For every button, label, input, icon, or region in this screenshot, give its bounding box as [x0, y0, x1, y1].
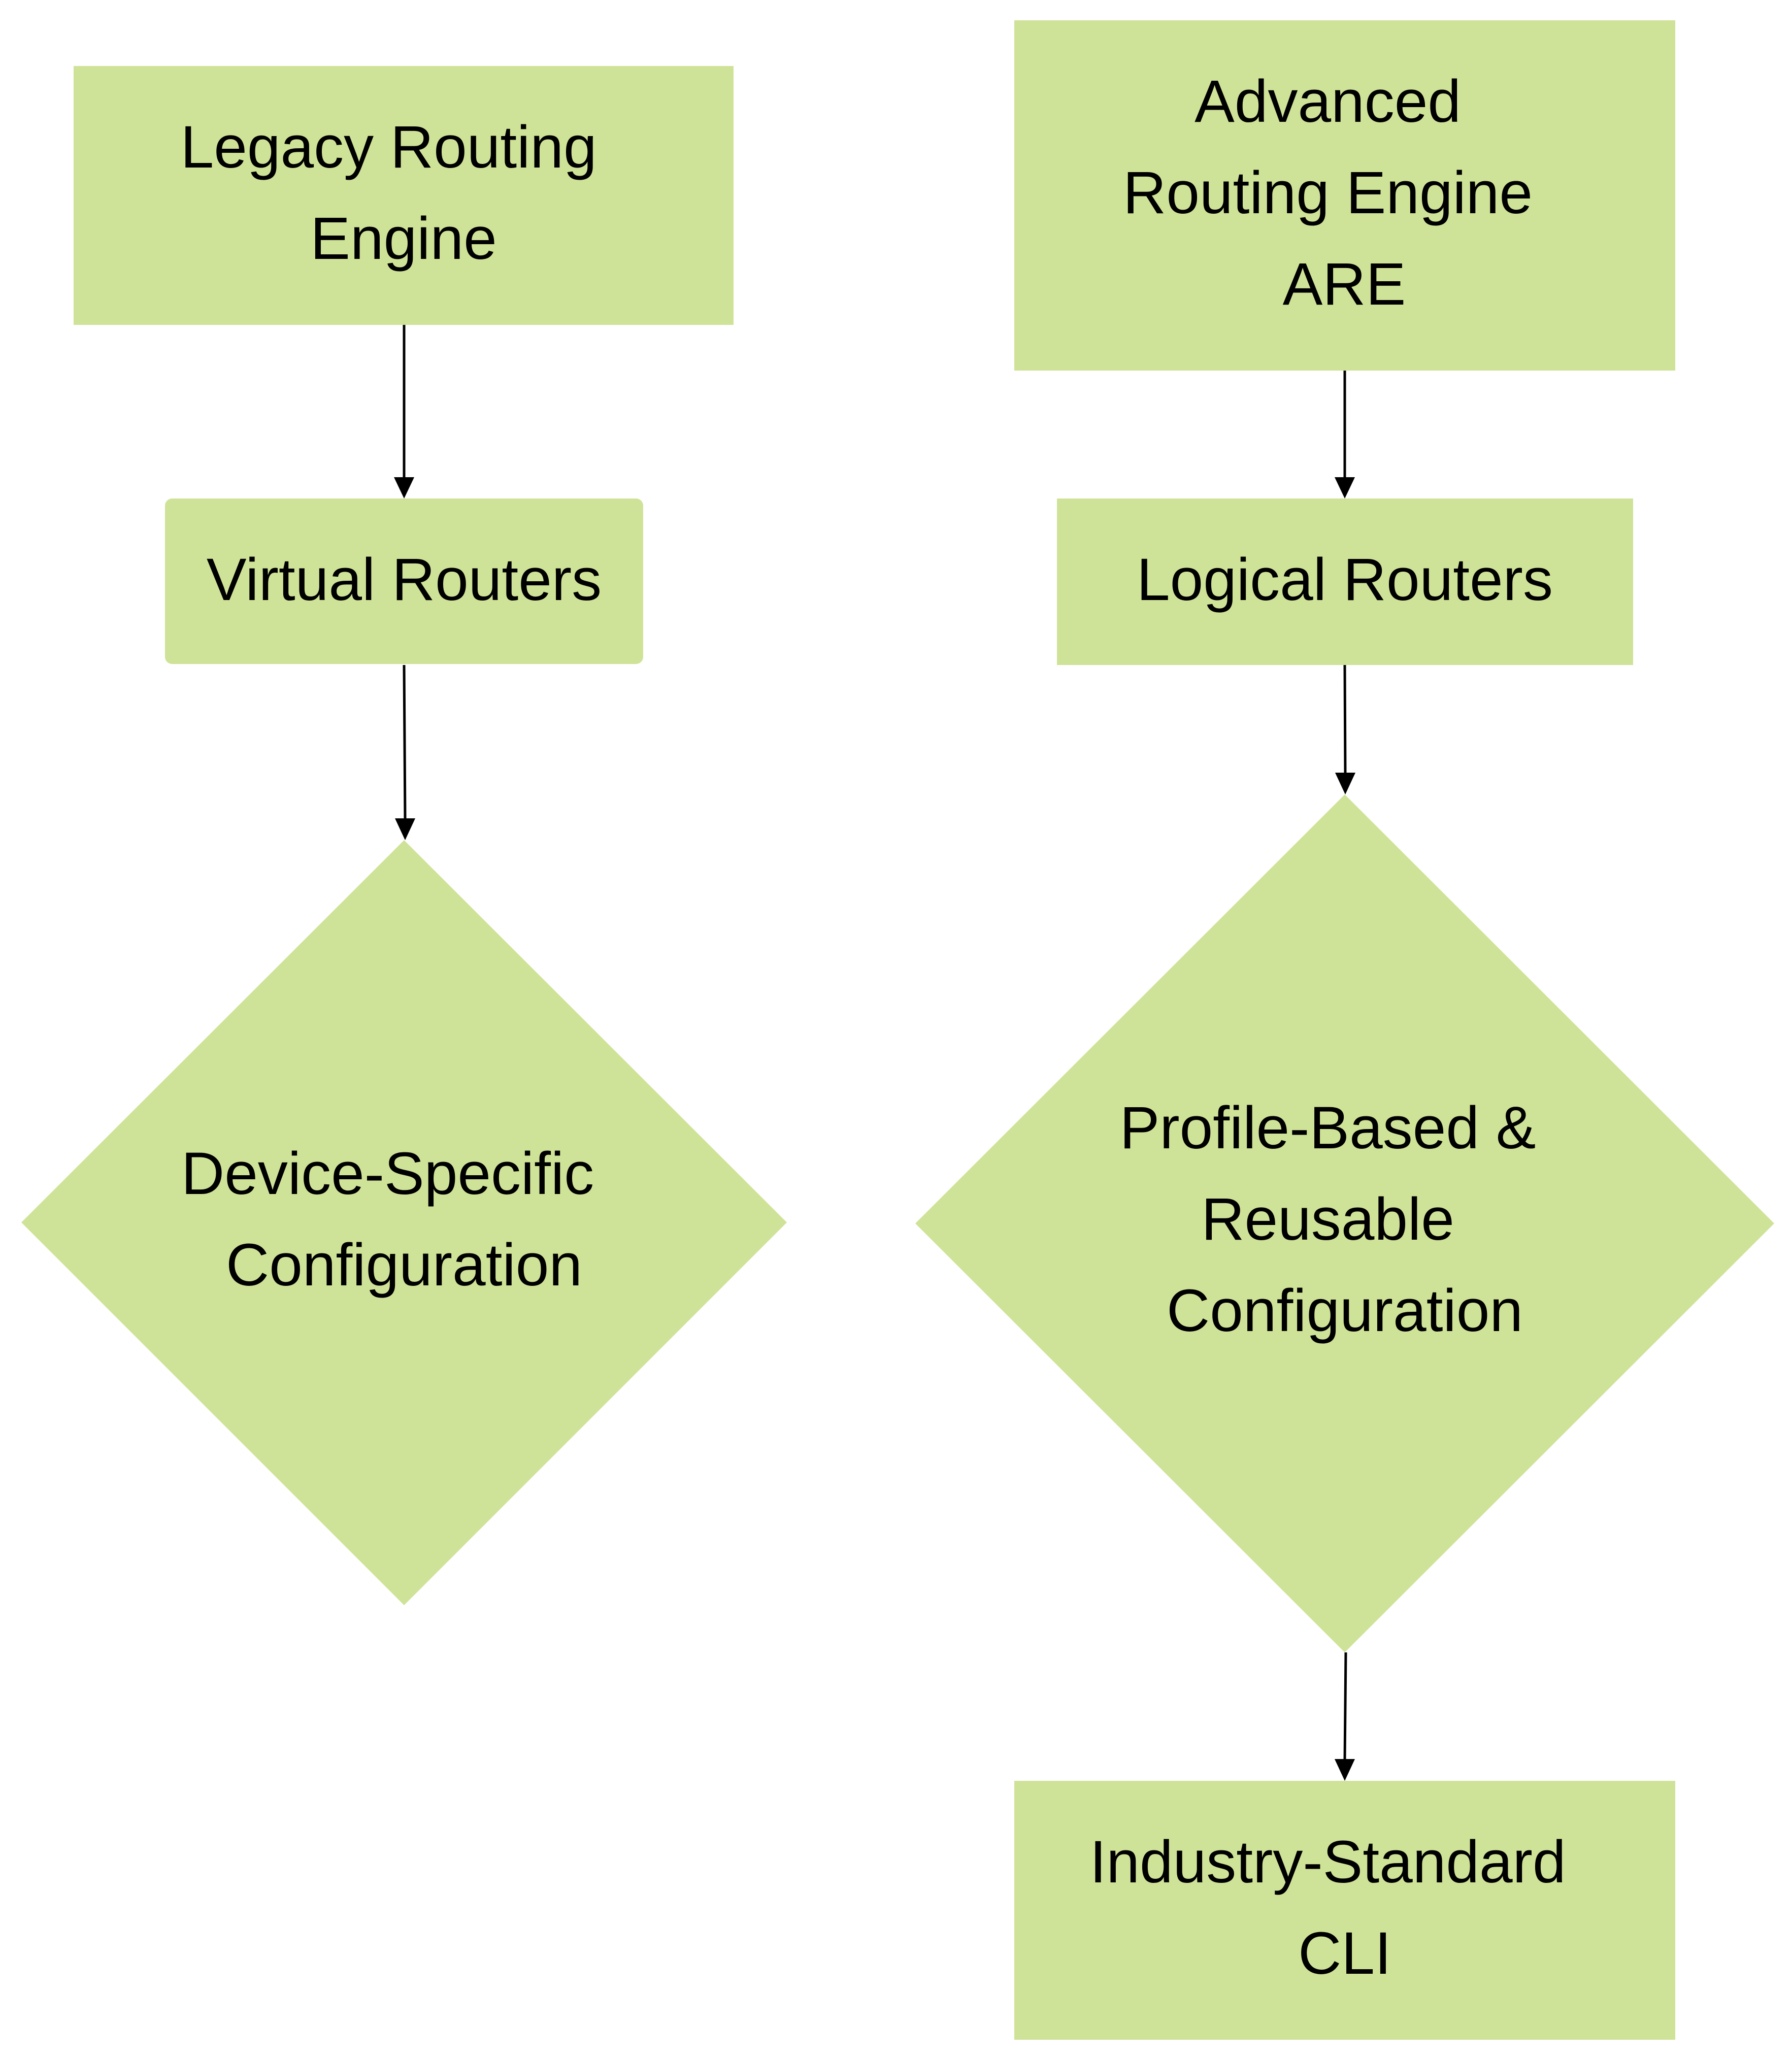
node-advanced-label: Advanced Routing Engine ARE	[1123, 68, 1549, 318]
node-profile-shape	[915, 794, 1774, 1652]
node-legacy-line-2: Engine	[310, 205, 496, 272]
edge-profile-cli-arrow	[1335, 1759, 1355, 1781]
node-cli-shape	[1014, 1781, 1675, 2040]
node-device-line-1: Device-Specific	[181, 1140, 594, 1207]
node-cli-line-1: Industry-Standard	[1090, 1829, 1566, 1896]
edge-logical-to-profile	[1335, 665, 1355, 794]
node-profile-line-2: Reusable	[1201, 1186, 1454, 1253]
node-virtual-shape	[165, 499, 643, 664]
edge-virtual-to-device	[395, 665, 415, 840]
edge-advanced-logical-arrow	[1335, 477, 1355, 499]
node-advanced-routing-engine: Advanced Routing Engine ARE	[1014, 20, 1675, 371]
node-advanced-line-3: ARE	[1283, 251, 1406, 318]
node-profile-based-configuration: Profile-Based & Reusable Configuration	[915, 794, 1774, 1652]
edge-virtual-device-line	[403, 665, 407, 820]
node-device-shape	[21, 840, 787, 1605]
node-cli-line-2: CLI	[1298, 1920, 1391, 1987]
node-advanced-line-2: Routing Engine	[1123, 159, 1533, 226]
node-virtual-label: Virtual Routers	[207, 546, 602, 613]
node-advanced-shape	[1014, 20, 1675, 371]
node-device-line-2: Configuration	[226, 1232, 582, 1299]
edge-legacy-to-virtual	[394, 325, 414, 499]
node-virtual-routers: Virtual Routers	[165, 499, 643, 664]
edge-virtual-device-arrow	[395, 818, 415, 840]
node-device-specific-configuration: Device-Specific Configuration	[21, 840, 787, 1605]
node-legacy-shape	[74, 66, 734, 325]
node-profile-label: Profile-Based & Reusable Configuration	[1120, 1095, 1553, 1344]
edge-logical-profile-arrow	[1335, 773, 1355, 794]
node-logical-label: Logical Routers	[1137, 546, 1553, 613]
node-logical-line-1: Logical Routers	[1137, 546, 1553, 613]
node-logical-routers: Logical Routers	[1057, 499, 1633, 665]
edge-profile-to-cli	[1335, 1652, 1355, 1781]
node-device-label: Device-Specific Configuration	[181, 1140, 611, 1299]
node-industry-standard-cli: Industry-Standard CLI	[1014, 1781, 1675, 2040]
node-advanced-line-1: Advanced	[1194, 68, 1461, 135]
node-profile-line-3: Configuration	[1167, 1277, 1523, 1344]
node-cli-label: Industry-Standard CLI	[1090, 1829, 1583, 1987]
node-virtual-line-1: Virtual Routers	[207, 546, 602, 613]
edge-legacy-virtual-arrow	[394, 477, 414, 499]
edge-advanced-to-logical	[1335, 371, 1355, 499]
node-legacy-routing-engine: Legacy Routing Engine	[74, 66, 734, 325]
edge-profile-cli-line	[1343, 1652, 1347, 1761]
node-legacy-label: Legacy Routing Engine	[181, 114, 614, 272]
node-logical-shape	[1057, 499, 1633, 665]
node-profile-line-1: Profile-Based &	[1120, 1095, 1536, 1162]
node-legacy-line-1: Legacy Routing	[181, 114, 597, 181]
